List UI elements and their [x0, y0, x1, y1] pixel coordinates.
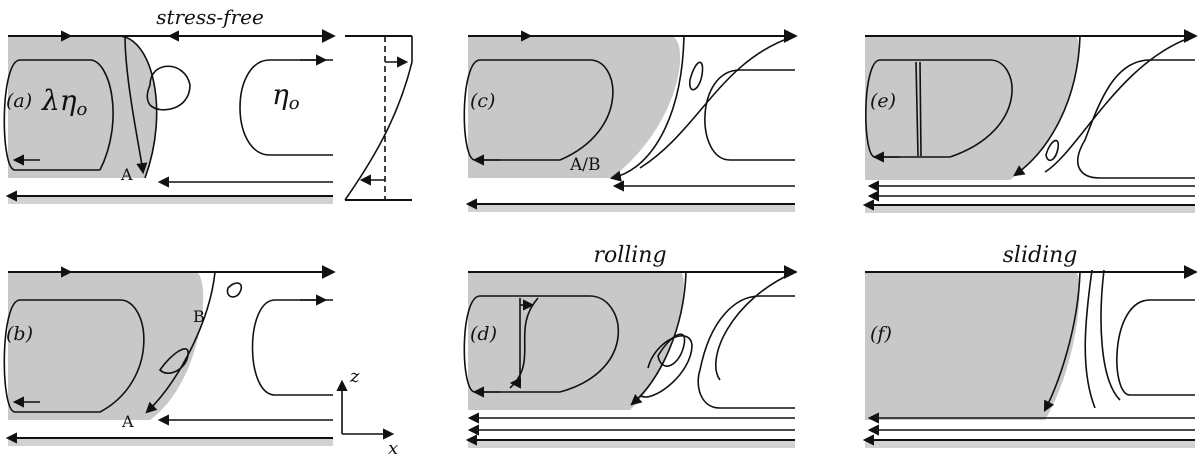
inner-viscosity-symbol: λη — [41, 84, 77, 117]
point-label-ab: A/B — [569, 155, 601, 175]
inner-viscosity-subscript: o — [77, 99, 88, 120]
panel-f: (f) — [862, 265, 1198, 448]
outer-viscosity-label: ηo — [272, 78, 300, 114]
velocity-profile — [509, 297, 539, 389]
panel-label: (a) — [6, 90, 32, 112]
panel-a: (a) ληo ηo A — [3, 29, 413, 204]
axis-x-label: x — [388, 438, 398, 457]
moving-wall — [8, 438, 333, 446]
velocity-profile — [344, 35, 413, 201]
moving-wall — [468, 204, 795, 212]
point-label-b: B — [193, 307, 205, 326]
moving-wall — [468, 440, 795, 448]
moving-wall — [8, 196, 333, 204]
drop-region — [8, 272, 204, 420]
panel-c: (c) A/B — [463, 29, 798, 212]
panel-label: (e) — [870, 90, 896, 112]
moving-wall — [865, 205, 1195, 213]
heading-sliding: sliding — [1003, 243, 1078, 268]
panel-b: (b) B A — [3, 265, 336, 446]
drop-region — [8, 36, 157, 178]
axes-indicator: z x — [336, 366, 398, 457]
panel-label: (c) — [470, 90, 495, 112]
panel-label: (f) — [870, 323, 892, 345]
inner-viscosity-label: ληo — [41, 84, 88, 120]
heading-stress-free: stress-free — [156, 5, 264, 29]
panel-label: (b) — [6, 323, 33, 345]
moving-wall — [865, 440, 1195, 448]
panel-label: (d) — [470, 323, 497, 345]
drop-region — [468, 36, 681, 178]
panel-d: (d) — [463, 265, 798, 448]
point-label-a: A — [120, 165, 133, 184]
axis-z-label: z — [349, 366, 360, 387]
drop-region — [865, 272, 1080, 420]
panel-e: (e) — [862, 29, 1198, 213]
outer-viscosity-symbol: η — [272, 78, 289, 111]
heading-rolling: rolling — [593, 243, 666, 268]
drop-region — [468, 272, 684, 410]
point-label-a: A — [121, 412, 134, 431]
interface-line — [117, 35, 158, 179]
outer-viscosity-subscript: o — [289, 93, 300, 114]
